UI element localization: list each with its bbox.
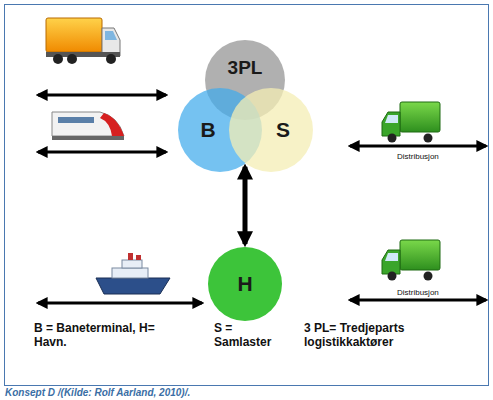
truck-icon xyxy=(46,18,120,64)
caption: Konsept D /(Kilde: Rolf Aarland, 2010)/. xyxy=(5,387,190,399)
node-label: 3PL xyxy=(228,57,263,79)
venn-circle: S xyxy=(229,88,313,172)
double-arrow xyxy=(243,167,248,244)
legend-note: 3 PL= Tredjeparts logistikkaktører xyxy=(304,321,464,349)
flow-label: Distribusjon xyxy=(397,152,477,162)
train-icon xyxy=(52,112,124,140)
node-label: H xyxy=(237,272,252,296)
node-label: S xyxy=(276,118,290,142)
hub-circle: H xyxy=(208,247,282,321)
ship-icon xyxy=(96,253,170,294)
truck-icon xyxy=(382,240,440,281)
node-label: B xyxy=(200,118,215,142)
truck-icon xyxy=(382,102,440,143)
legend-note: B = Baneterminal, H= Havn. xyxy=(34,321,184,349)
legend-note: S = Samlaster xyxy=(214,321,284,349)
flow-label: Distribusjon xyxy=(397,288,477,298)
